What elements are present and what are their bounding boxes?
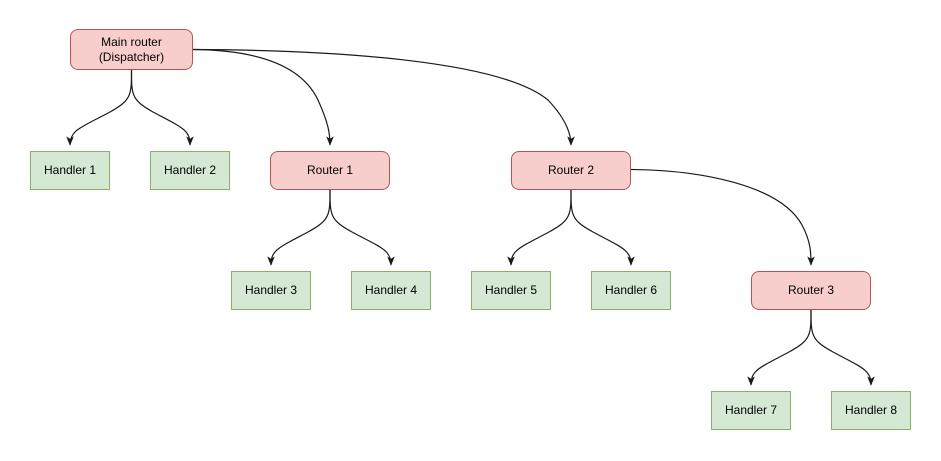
node-label: Router 2 (547, 163, 595, 177)
node-router3[interactable]: Router 3 (751, 271, 871, 310)
node-label: Handler 1 (43, 163, 97, 177)
edge-router3-to-handler8 (810, 309, 875, 386)
node-handler4[interactable]: Handler 4 (351, 271, 431, 310)
node-label: Main router (Dispatcher) (98, 34, 165, 64)
node-label: Handler 6 (604, 283, 658, 297)
node-handler2[interactable]: Handler 2 (150, 151, 230, 190)
node-label: Handler 3 (244, 283, 298, 297)
node-label: Router 1 (306, 163, 354, 177)
node-handler1[interactable]: Handler 1 (30, 151, 110, 190)
node-label: Router 3 (787, 283, 835, 297)
node-label: Handler 5 (484, 283, 538, 297)
node-handler8[interactable]: Handler 8 (831, 391, 911, 430)
node-main[interactable]: Main router (Dispatcher) (70, 29, 193, 70)
edge-main-to-router1 (192, 48, 334, 146)
edge-router1-to-handler4 (329, 189, 395, 266)
edge-main-to-router2 (192, 48, 575, 146)
edge-router2-to-router3 (630, 168, 815, 266)
node-handler3[interactable]: Handler 3 (231, 271, 311, 310)
node-router2[interactable]: Router 2 (511, 151, 631, 190)
node-label: Handler 4 (364, 283, 418, 297)
node-label: Handler 8 (844, 403, 898, 417)
edge-main-to-handler1 (66, 69, 133, 146)
edge-router2-to-handler5 (507, 189, 572, 266)
node-label: Handler 2 (163, 163, 217, 177)
node-handler7[interactable]: Handler 7 (711, 391, 791, 430)
edge-router3-to-handler7 (747, 309, 812, 386)
edge-router2-to-handler6 (570, 189, 635, 266)
node-handler6[interactable]: Handler 6 (591, 271, 671, 310)
node-router1[interactable]: Router 1 (270, 151, 390, 190)
node-handler5[interactable]: Handler 5 (471, 271, 551, 310)
edge-main-to-handler2 (130, 69, 194, 146)
node-label: Handler 7 (724, 403, 778, 417)
edge-router1-to-handler3 (267, 189, 331, 266)
